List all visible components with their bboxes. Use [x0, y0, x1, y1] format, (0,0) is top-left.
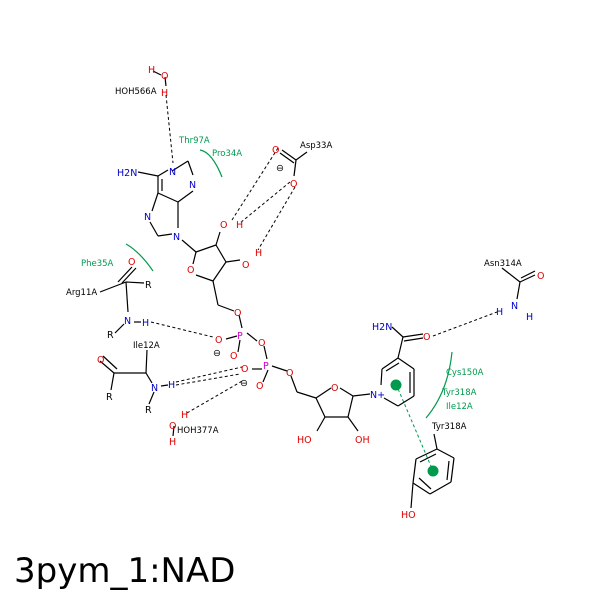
hbond-asn314-carbonyl — [432, 311, 498, 337]
atom-n1-adenine: N — [169, 167, 176, 178]
atom-o5-ribose1: O — [234, 308, 241, 319]
label-pro34: Pro34A — [212, 149, 242, 159]
hbond-arg11-op — [150, 321, 214, 338]
atom-o-asn314: O — [537, 271, 544, 282]
atom-n7-adenine: N — [144, 212, 151, 223]
atom-n-ile12: N — [151, 383, 158, 394]
atom-h-arg11: H — [142, 318, 149, 329]
hbond-asp33-o2h-b — [239, 181, 291, 224]
hbond-ile12-op — [175, 366, 243, 383]
atom-h-w377b: H — [169, 437, 176, 448]
hbond-ile12-op2 — [175, 373, 241, 386]
label-arg11: Arg11A — [66, 288, 97, 298]
atom-o2-ribose1: O — [220, 220, 227, 231]
atom-o4-ribose1: O — [187, 265, 194, 276]
atom-h-w377a: H — [181, 410, 188, 421]
atom-o1pa: O — [215, 335, 222, 346]
ligand-bonds — [99, 70, 536, 509]
arc-phe35 — [125, 243, 154, 272]
label-cys150: Cys150A — [446, 368, 484, 378]
pi-centroid-nicotinamide — [390, 379, 402, 391]
atom-od2-asp33: O — [290, 179, 297, 190]
atom-labels: H O H N N H2N N N O O H O H O P O ⊖ O O … — [97, 65, 544, 521]
atom-nplus-nicotinamide: N+ — [370, 390, 385, 401]
atom-o2pn: O — [256, 381, 263, 392]
charge-asp33: ⊖ — [276, 163, 284, 174]
pi-stack-line — [395, 383, 434, 472]
hydrophobic-arcs — [125, 149, 453, 419]
diagram-title: 3pym_1:NAD — [14, 551, 236, 591]
atom-pn: P — [263, 361, 269, 372]
atom-r-ile12a: R — [106, 392, 113, 403]
arc-thr97-pro34 — [199, 149, 223, 178]
residue-labels: HOH566A Thr97A Pro34A Asp33A Phe35A Arg1… — [66, 87, 522, 436]
label-phe35: Phe35A — [81, 259, 114, 269]
atom-nh2-adenine: H2N — [117, 168, 137, 179]
atom-h-w566a: H — [148, 65, 155, 76]
atom-r-ile12b: R — [145, 405, 152, 416]
atom-oh-ribose2b: OH — [355, 435, 370, 446]
charge-pn: ⊖ — [240, 378, 248, 389]
atom-od1-asp33: O — [272, 145, 279, 156]
atom-o3-ribose1: O — [242, 260, 249, 271]
atom-r-arg11a: R — [145, 280, 152, 291]
atom-o-carboxamide: O — [423, 332, 430, 343]
label-asp33: Asp33A — [300, 141, 332, 151]
label-thr97: Thr97A — [178, 136, 210, 146]
charge-pa: ⊖ — [213, 348, 221, 359]
atom-o4-ribose2: O — [331, 383, 338, 394]
pi-centroid-tyr318 — [427, 465, 439, 477]
atom-o-ile12: O — [97, 355, 104, 366]
atom-h-o3-ribose1: H — [255, 248, 262, 259]
atom-o5-ribose2: O — [286, 368, 293, 379]
label-tyr318-contact: Tyr318A — [441, 388, 477, 398]
atom-h-w566b: H — [161, 88, 168, 99]
atom-h-o2-ribose1: H — [236, 220, 243, 231]
atom-n3-adenine: N — [189, 180, 196, 191]
atom-n9-adenine: N — [173, 232, 180, 243]
atom-nh2-carboxamide: H2N — [372, 322, 392, 333]
atom-oh-tyr318: HO — [401, 510, 416, 521]
atom-h-asn314b: H — [526, 312, 533, 323]
atom-n-arg11: N — [124, 316, 131, 327]
atom-r-arg11b: R — [107, 330, 114, 341]
atom-h-asn314a: H — [496, 307, 503, 318]
hbond-hoh377-op — [186, 379, 245, 414]
label-hoh377: HOH377A — [177, 426, 219, 436]
hbond-hoh566-n1 — [165, 94, 174, 164]
atom-pa: P — [237, 331, 243, 342]
atom-o3-bridge: O — [258, 338, 265, 349]
atom-n-asn314: N — [511, 301, 518, 312]
atom-o-arg11: O — [128, 257, 135, 268]
atom-o-w566: O — [161, 71, 168, 82]
label-ile12: Ile12A — [133, 341, 160, 351]
atom-o2pa: O — [230, 351, 237, 362]
hbond-asp33-o3h — [257, 186, 296, 251]
atom-o1pn: O — [241, 364, 248, 375]
label-tyr318: Tyr318A — [431, 422, 467, 432]
label-hoh566: HOH566A — [115, 87, 157, 97]
atom-oh-ribose2a: HO — [297, 435, 312, 446]
atom-h-ile12: H — [168, 380, 175, 391]
hbond-lines — [150, 94, 498, 472]
arc-cys150-tyr318-ile12 — [425, 351, 453, 419]
atom-o-w377: O — [169, 421, 176, 432]
label-ile12-contact: Ile12A — [446, 402, 473, 412]
label-asn314: Asn314A — [484, 259, 522, 269]
